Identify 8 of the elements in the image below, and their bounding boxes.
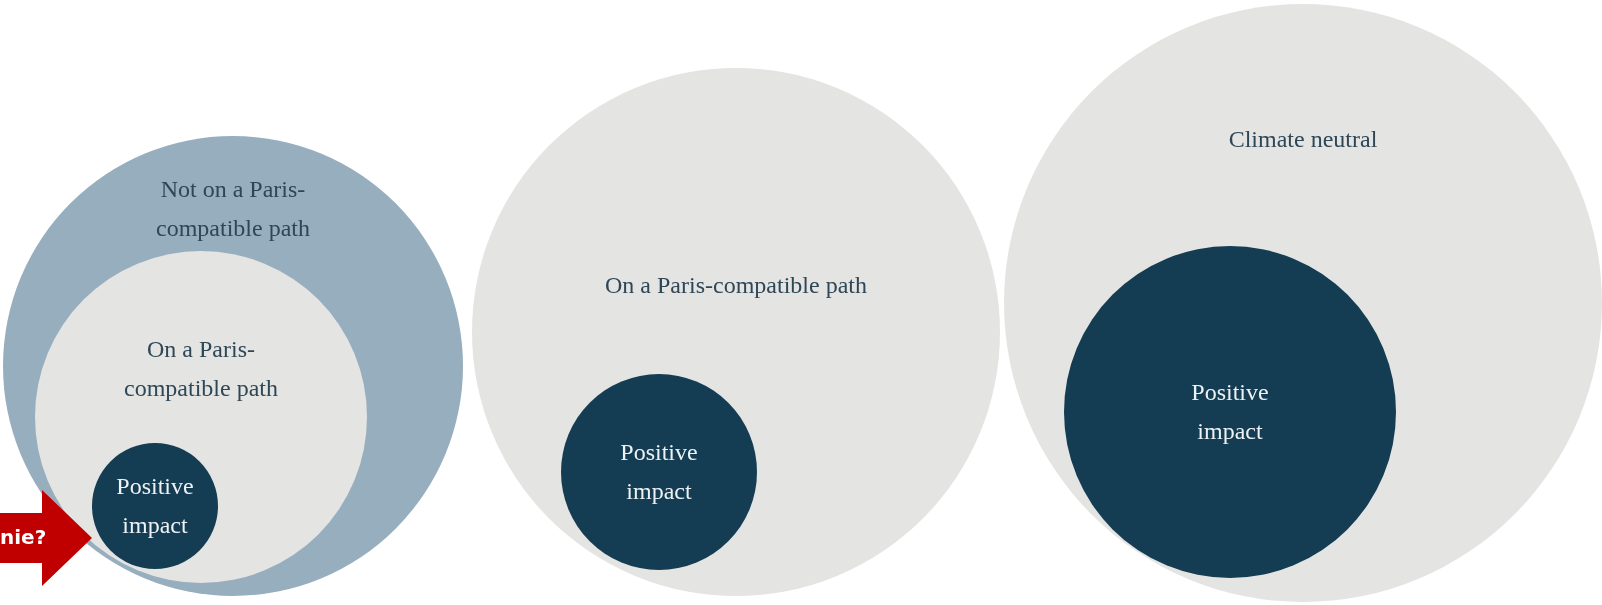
node-label: Not on a Paris-compatible path (155, 175, 311, 243)
node-label: Positive impact (1190, 378, 1270, 446)
node-label: On a Paris-compatible path (123, 335, 279, 403)
callout-text: nie? (0, 524, 47, 551)
node-label: Climate neutral (1227, 125, 1379, 154)
node-label: On a Paris-compatible path (604, 271, 868, 300)
node-label: Positive impact (619, 438, 699, 506)
node-label: Positive impact (115, 472, 195, 540)
